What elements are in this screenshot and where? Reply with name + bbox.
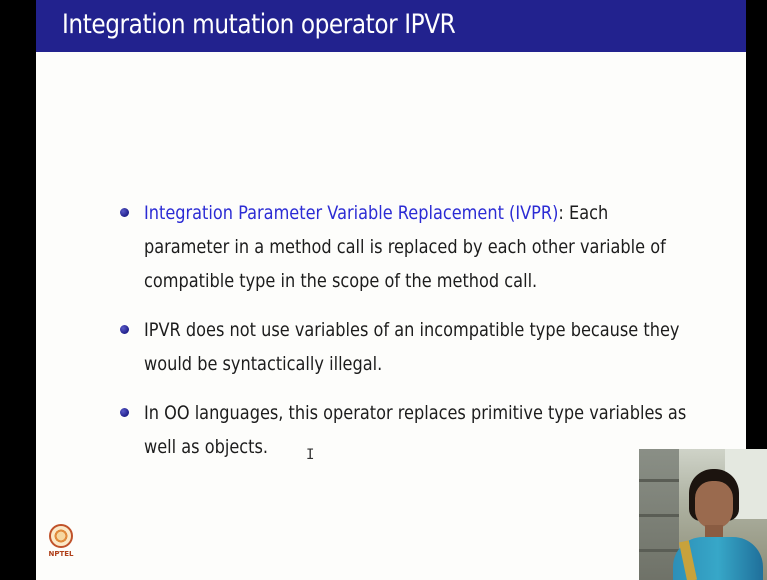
bullet-text: Integration Parameter Variable Replaceme… [144,196,688,298]
title-bar: Integration mutation operator IPVR [36,0,746,52]
bullet-body: IPVR does not use variables of an incomp… [144,319,680,375]
bullet-dot-icon [120,208,129,217]
presenter-face [695,481,733,529]
bullet-dot-icon [120,325,129,334]
bullet-dot-icon [120,408,129,417]
presenter-video [639,449,767,580]
bullet-body: : Each parameter in a method call is rep… [144,202,666,292]
video-background-shelf [639,449,679,580]
bullet-term: Integration Parameter Variable Replaceme… [144,202,559,224]
bullet-text: In OO languages, this operator replaces … [144,396,688,464]
bullet-body: In OO languages, this operator replaces … [144,402,687,458]
slide: Integration mutation operator IPVR Integ… [36,0,746,580]
nptel-logo: NPTEL [48,524,74,558]
logo-label: NPTEL [48,550,74,558]
bullet-item: IPVR does not use variables of an incomp… [120,313,680,381]
bullet-text: IPVR does not use variables of an incomp… [144,313,688,381]
chakra-wheel-icon [49,524,73,548]
bullet-item: Integration Parameter Variable Replaceme… [120,196,680,298]
text-cursor-icon: I [306,447,315,463]
bullet-item: In OO languages, this operator replaces … [120,396,686,464]
slide-title: Integration mutation operator IPVR [62,9,456,40]
bullet-list: Integration Parameter Variable Replaceme… [120,196,686,479]
